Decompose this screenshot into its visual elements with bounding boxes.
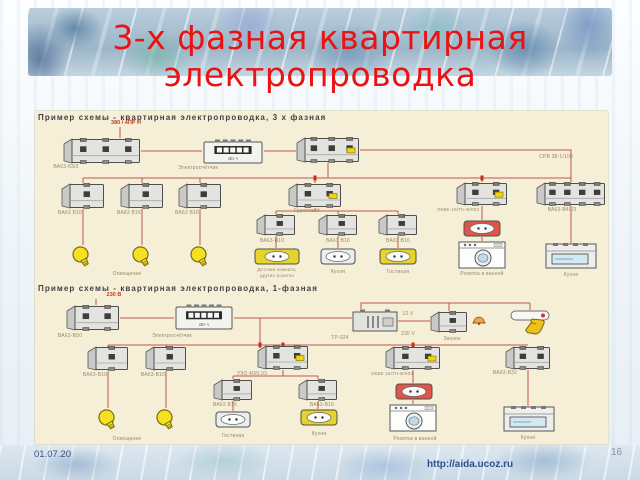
hand-pointer-icon xyxy=(521,312,549,339)
breaker2-light-2 xyxy=(145,346,187,371)
three-phase-diagram-header: Пример схемы - квартирная электропроводк… xyxy=(38,113,327,122)
decorative-band-top xyxy=(28,8,612,76)
breaker-sockets-2-label: ВА63 В16 xyxy=(326,238,350,244)
socket-living-room-2 xyxy=(215,411,251,428)
uzo-label: УЗО 40/0,03 xyxy=(236,371,268,377)
breaker2-sockets-2 xyxy=(298,379,338,401)
bell-transformer xyxy=(352,309,398,333)
transformer-label: ТР-024 xyxy=(331,335,349,341)
socket-living-room-2-label: Гостиная xyxy=(221,433,245,439)
washing-machine-2-label: Розетка в ванной xyxy=(393,436,437,442)
title-line-1: 3-х фазная квартирная xyxy=(112,18,528,57)
bathroom-diff-breaker xyxy=(456,182,508,206)
lighting-label-2: Освещение xyxy=(112,436,142,442)
breaker-sockets-3 xyxy=(378,214,418,236)
main-breaker-label: ВА63-63/3 xyxy=(53,164,79,170)
decorative-band-bottom xyxy=(0,445,640,480)
stove-breaker xyxy=(536,182,606,206)
bell-label: Звонок xyxy=(443,336,461,342)
socket-bathroom xyxy=(463,220,501,237)
lighting-label: Освещение xyxy=(112,271,142,277)
electric-meter-2: кВт·ч xyxy=(174,304,234,330)
main-breaker xyxy=(63,138,141,164)
svg-text:кВт·ч: кВт·ч xyxy=(228,156,238,161)
transformer-12v-label: 12 V xyxy=(402,311,414,317)
breaker-sockets-3-label: ВА63 В16 xyxy=(386,238,410,244)
main-breaker-2 xyxy=(66,305,120,331)
title-line-2: электропроводка xyxy=(163,54,477,94)
socket-bathroom-2 xyxy=(395,383,433,400)
stove-breaker-2 xyxy=(505,346,551,370)
footer-url: http://aida.ucoz.ru xyxy=(427,459,514,470)
uzo xyxy=(257,345,309,370)
breaker2-sockets-1-label: ВА63 В16 xyxy=(213,402,237,408)
socket-children-room-label: Детская комната, другие розетки xyxy=(257,267,297,278)
group-diff-label: Групповой xyxy=(294,208,320,214)
electric-meter: кВт·ч xyxy=(202,139,264,164)
socket-children-room xyxy=(254,248,300,265)
lamp-5 xyxy=(155,407,177,433)
group-diff-breaker xyxy=(288,183,342,208)
socket-kitchen xyxy=(320,248,356,265)
washing-machine-2 xyxy=(389,404,437,432)
breaker-light-3 xyxy=(178,183,222,209)
socket-kitchen-label: Кухня xyxy=(330,269,346,275)
meter-label: Электросчётчик xyxy=(178,165,218,171)
stove-label: Кухня xyxy=(563,272,579,278)
breaker-light-1-label: ВА63 В10 xyxy=(58,210,82,216)
bathroom-diff-label: ОКВЕ-16/ТН-В/002 xyxy=(436,207,480,212)
lamp-1 xyxy=(71,244,93,270)
lamp-2 xyxy=(131,244,153,270)
rcd-label: СРВ 38-1/100 xyxy=(539,154,573,160)
breaker-sockets-1 xyxy=(256,214,296,236)
socket-living-room xyxy=(379,248,417,265)
breaker2-sockets-2-label: ВА63-В16 xyxy=(309,402,335,408)
lamp-4 xyxy=(97,407,119,433)
bathroom-diff-2 xyxy=(385,346,441,370)
breaker2-light-1 xyxy=(87,346,129,371)
breaker-light-3-label: ВА63 В16 xyxy=(175,210,199,216)
breaker-sockets-2 xyxy=(318,214,358,236)
breaker-light-1 xyxy=(61,183,105,209)
supply-voltage-label: 380 / 4ПР Н xyxy=(111,120,141,126)
single-phase-diagram-header: Пример схемы - квартирная электропроводк… xyxy=(38,284,318,293)
stove-breaker-label: ВА63-В40/3 xyxy=(547,207,577,213)
breaker-light-2 xyxy=(120,183,164,209)
bathroom-diff-2-label: ОКВЕ 16/ТН-В/003 xyxy=(370,371,414,376)
bell-icon xyxy=(471,311,487,325)
socket-kitchen-2-label: Кухня xyxy=(311,431,327,437)
washing-machine xyxy=(458,241,506,269)
svg-text:кВт·ч: кВт·ч xyxy=(199,322,209,327)
bell-device xyxy=(430,311,468,333)
main-breaker-2-label: ВА63-В50 xyxy=(57,333,83,339)
washing-machine-label: Розетка в ванной xyxy=(460,271,504,277)
supply-voltage-label-2: 230 В xyxy=(106,292,122,298)
socket-living-room-label: Гостиная xyxy=(386,269,410,275)
meter-2-label: Электросчётчик xyxy=(152,333,192,339)
electric-stove-2 xyxy=(503,406,555,432)
input-rcd xyxy=(296,137,360,163)
breaker2-light-2-label: ВА63-В16 xyxy=(140,372,166,378)
footer-date: 01.07.20 xyxy=(34,449,71,460)
electric-stove xyxy=(545,243,597,269)
socket-kitchen-2 xyxy=(300,409,338,426)
slide-number: 16 xyxy=(611,447,623,458)
transformer-230v-label: 230 V xyxy=(400,331,416,337)
breaker-sockets-1-label: ВА63-В10 xyxy=(259,238,285,244)
doorbell-button xyxy=(510,310,550,321)
stove-label-2: Кухня xyxy=(520,435,536,441)
stove-breaker-2-label: ВА63-В32 xyxy=(492,370,518,376)
breaker2-sockets-1 xyxy=(213,379,253,401)
breaker2-light-1-label: ВА63-В10 xyxy=(82,372,108,378)
lamp-3 xyxy=(189,244,211,270)
breaker-light-2-label: ВА63 В16 xyxy=(117,210,141,216)
